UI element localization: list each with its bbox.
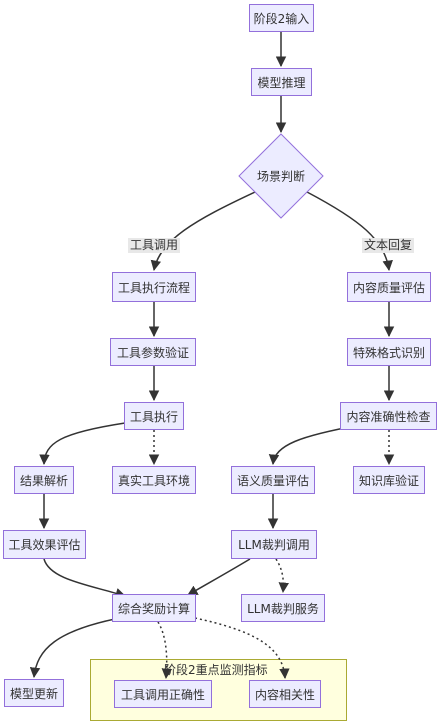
node-model-inference: 模型推理 [251, 68, 312, 96]
node-stage2-input: 阶段2输入 [249, 4, 314, 32]
node-content-quality-eval: 内容质量评估 [347, 272, 431, 302]
node-tool-param-validate: 工具参数验证 [110, 338, 196, 366]
node-combined-reward-calc: 综合奖励计算 [112, 594, 196, 622]
node-llm-judge-service: LLM裁判服务 [241, 594, 325, 622]
node-tool-exec-flow: 工具执行流程 [112, 272, 196, 302]
node-result-parse: 结果解析 [14, 466, 74, 494]
edge-accuracy-to-semantic [268, 424, 361, 466]
edge-scene-to-content-eval [306, 191, 393, 272]
node-semantic-quality-eval: 语义质量评估 [231, 466, 315, 494]
cluster-title: 阶段2重点监测指标 [164, 663, 268, 677]
edge-tooleval-to-combined [43, 558, 127, 599]
edge-label-tool-call: 工具调用 [128, 238, 181, 253]
edge-combined-to-correctness [157, 621, 173, 680]
scene-judgment-label: 场景判断 [256, 169, 306, 184]
node-tool-effect-eval: 工具效果评估 [3, 530, 86, 559]
edge-combined-to-relevance [194, 617, 290, 680]
node-content-accuracy-check: 内容准确性检查 [340, 402, 437, 430]
edge-exec-to-parse [39, 422, 126, 466]
node-tool-call-correctness: 工具调用正确性 [114, 680, 212, 708]
node-knowledge-base-verify: 知识库验证 [353, 466, 425, 494]
edge-label-text-reply: 文本回复 [362, 238, 415, 253]
scene-judgment-diamond [238, 133, 324, 219]
edge-llmcall-to-combined [187, 558, 251, 596]
node-model-update: 模型更新 [4, 679, 64, 707]
edge-combined-to-update [29, 616, 126, 679]
node-tool-exec: 工具执行 [124, 402, 184, 430]
edge-scene-to-tool-flow [150, 191, 256, 272]
node-special-format-recog: 特殊格式识别 [347, 338, 431, 366]
node-llm-judge-call: LLM裁判调用 [231, 530, 317, 559]
node-real-tool-env: 真实工具环境 [112, 466, 196, 494]
node-content-relevance: 内容相关性 [249, 680, 321, 708]
edge-llmcall-to-llmservice [275, 558, 290, 594]
